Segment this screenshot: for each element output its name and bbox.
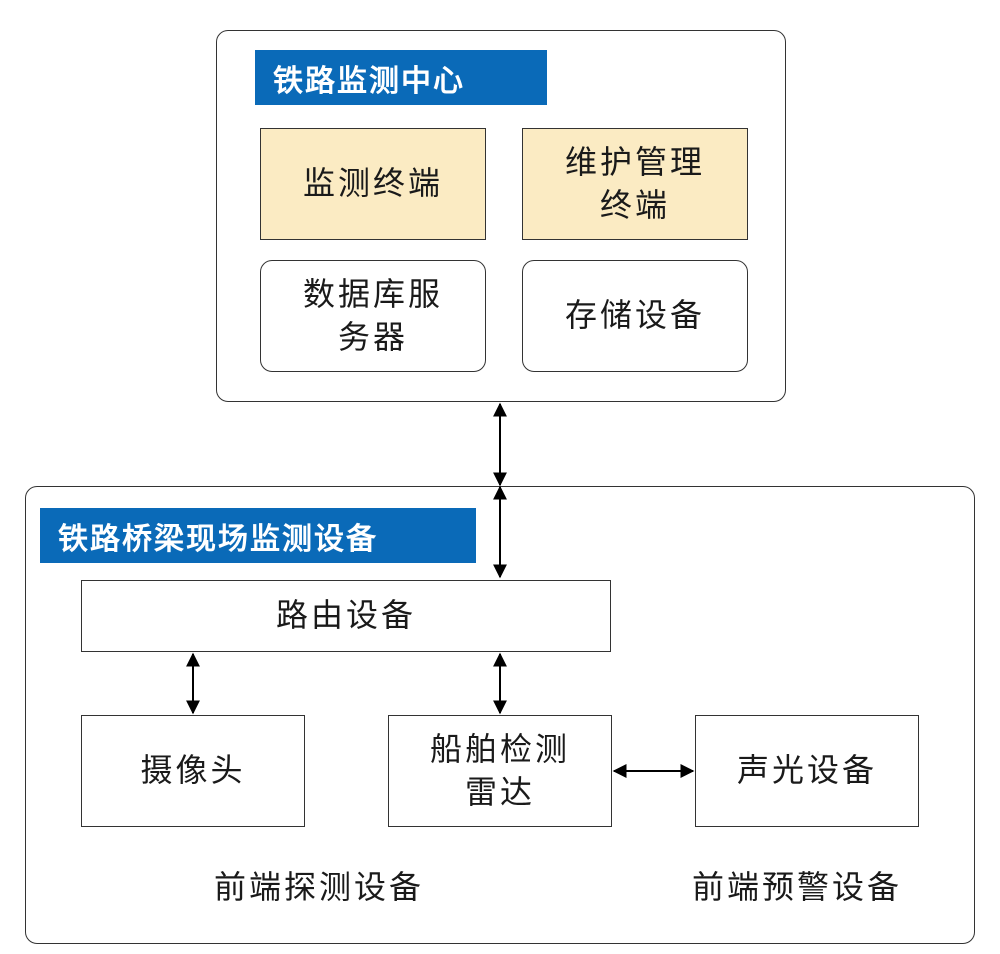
storage-device-label: 存储设备 — [564, 296, 705, 335]
router-box: 路由设备 — [81, 580, 611, 652]
frontend-warning-caption: 前端预警设备 — [692, 868, 903, 906]
ship-radar-label: 船舶检测 雷达 — [429, 729, 570, 811]
router-label: 路由设备 — [275, 596, 416, 635]
maintenance-terminal-label: 维护管理 终端 — [564, 142, 705, 224]
maintenance-terminal-box: 维护管理 终端 — [522, 128, 748, 240]
sound-light-label: 声光设备 — [736, 751, 877, 790]
storage-device-box: 存储设备 — [522, 260, 748, 372]
bridge-site-title: 铁路桥梁现场监测设备 — [40, 508, 476, 563]
camera-box: 摄像头 — [81, 715, 305, 827]
database-server-box: 数据库服 务器 — [260, 260, 486, 372]
monitor-terminal-box: 监测终端 — [260, 128, 486, 240]
sound-light-box: 声光设备 — [695, 715, 919, 827]
ship-radar-box: 船舶检测 雷达 — [388, 715, 612, 827]
monitor-terminal-label: 监测终端 — [302, 164, 443, 203]
database-server-label: 数据库服 务器 — [302, 274, 443, 356]
camera-label: 摄像头 — [140, 751, 246, 790]
monitoring-center-title: 铁路监测中心 — [255, 50, 547, 105]
frontend-detection-caption: 前端探测设备 — [214, 868, 425, 906]
